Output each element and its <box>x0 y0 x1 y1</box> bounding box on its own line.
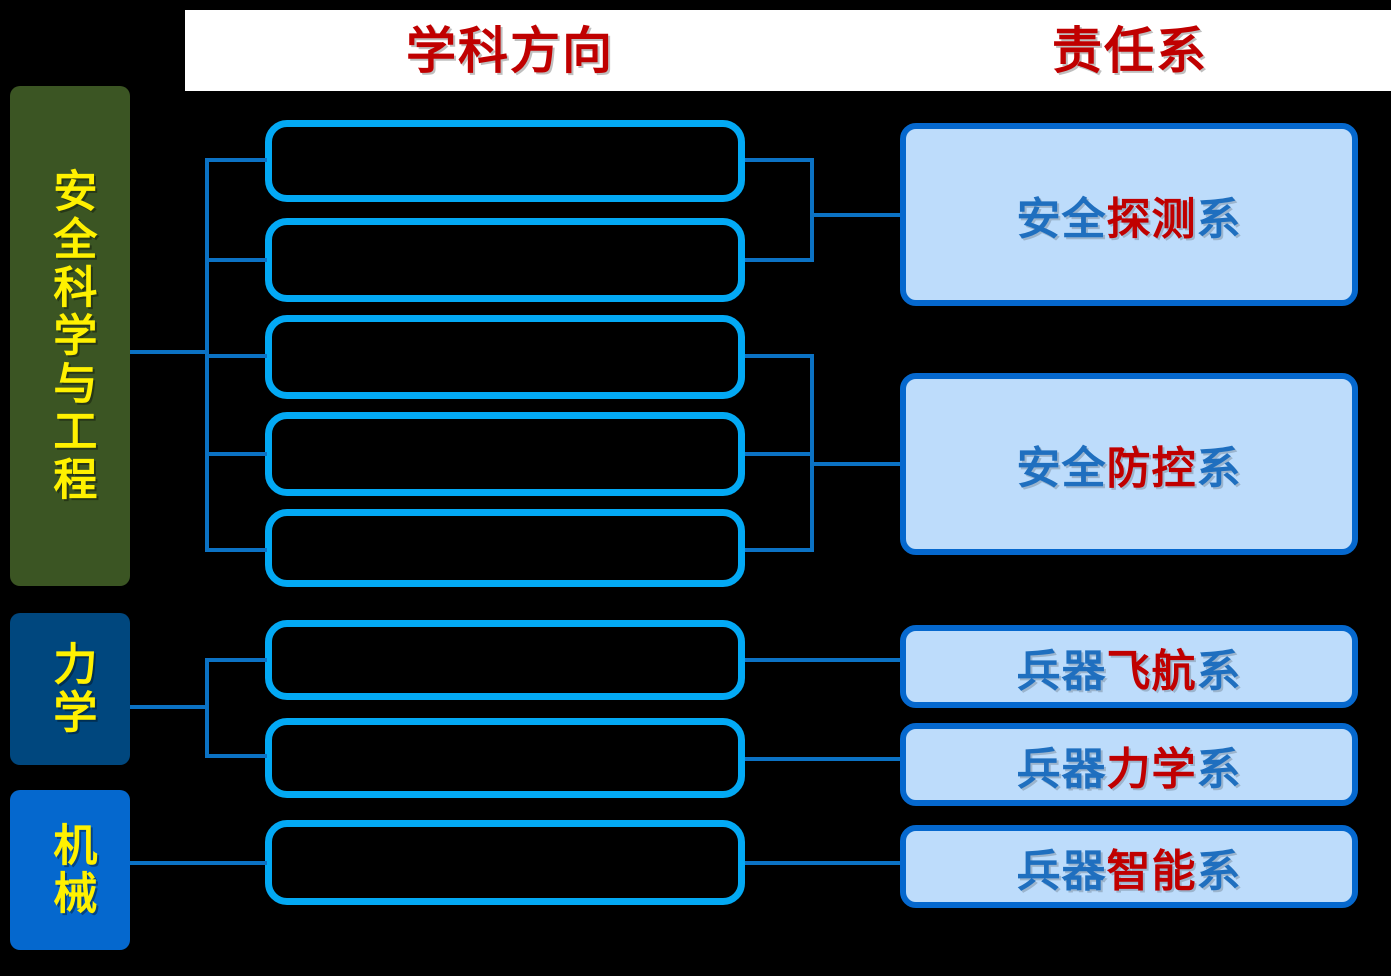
department-label-suffix: 系 <box>1196 193 1242 245</box>
department-box-safety-prevention-control[interactable]: 安全防控系 <box>900 373 1358 555</box>
header-band <box>185 10 1391 91</box>
connector-line <box>205 754 267 758</box>
connector-line <box>205 258 267 262</box>
department-label-highlight: 探测 <box>1106 193 1197 245</box>
connector-line <box>130 861 267 865</box>
department-box-weapon-intelligence[interactable]: 兵器智能系 <box>900 825 1358 908</box>
discipline-block-safety-science-engineering[interactable]: 安全科学与工程 <box>10 86 130 586</box>
connector-line <box>810 462 902 466</box>
column-header-discipline-direction: 学科方向 <box>406 21 614 80</box>
department-box-weapon-mechanics[interactable]: 兵器力学系 <box>900 723 1358 806</box>
column-header-responsible-department: 责任系 <box>1052 21 1208 80</box>
connector-line <box>810 158 814 262</box>
department-label-highlight: 飞航 <box>1106 645 1197 697</box>
department-label-suffix: 系 <box>1196 443 1242 494</box>
connector-line <box>205 158 267 162</box>
department-label-prefix: 兵器 <box>1016 845 1107 897</box>
department-label-prefix: 兵器 <box>1016 645 1107 697</box>
department-label-highlight: 智能 <box>1106 845 1197 897</box>
direction-box[interactable] <box>265 509 745 587</box>
connector-line <box>810 354 814 552</box>
direction-box[interactable] <box>265 120 745 202</box>
direction-box[interactable] <box>265 620 745 700</box>
connector-line <box>745 548 813 552</box>
discipline-block-mechanics[interactable]: 力学 <box>10 613 130 765</box>
connector-line <box>205 658 209 758</box>
connector-line <box>205 548 267 552</box>
connector-line <box>130 350 208 354</box>
department-label-suffix: 系 <box>1196 743 1242 795</box>
department-box-weapon-flight[interactable]: 兵器飞航系 <box>900 625 1358 708</box>
connector-line <box>745 258 813 262</box>
connector-line <box>745 452 813 456</box>
department-label-prefix: 安全 <box>1016 443 1107 494</box>
connector-line <box>205 658 267 662</box>
direction-box[interactable] <box>265 718 745 798</box>
department-box-safety-detection[interactable]: 安全探测系 <box>900 123 1358 306</box>
connector-line <box>745 658 902 662</box>
connector-line <box>745 757 902 761</box>
connector-line <box>745 158 813 162</box>
connector-line <box>745 861 902 865</box>
direction-box[interactable] <box>265 820 745 905</box>
connector-line <box>130 705 208 709</box>
connector-line <box>205 354 267 358</box>
department-label-suffix: 系 <box>1196 845 1242 897</box>
department-label-highlight: 防控 <box>1106 443 1197 494</box>
connector-line <box>205 452 267 456</box>
department-label-highlight: 力学 <box>1106 743 1197 795</box>
connector-line <box>810 213 902 217</box>
department-label-prefix: 安全 <box>1016 193 1107 245</box>
direction-box[interactable] <box>265 218 745 302</box>
department-label-prefix: 兵器 <box>1016 743 1107 795</box>
direction-box[interactable] <box>265 315 745 399</box>
connector-line <box>745 354 813 358</box>
direction-box[interactable] <box>265 412 745 496</box>
discipline-block-machinery[interactable]: 机械 <box>10 790 130 950</box>
department-label-suffix: 系 <box>1196 645 1242 697</box>
